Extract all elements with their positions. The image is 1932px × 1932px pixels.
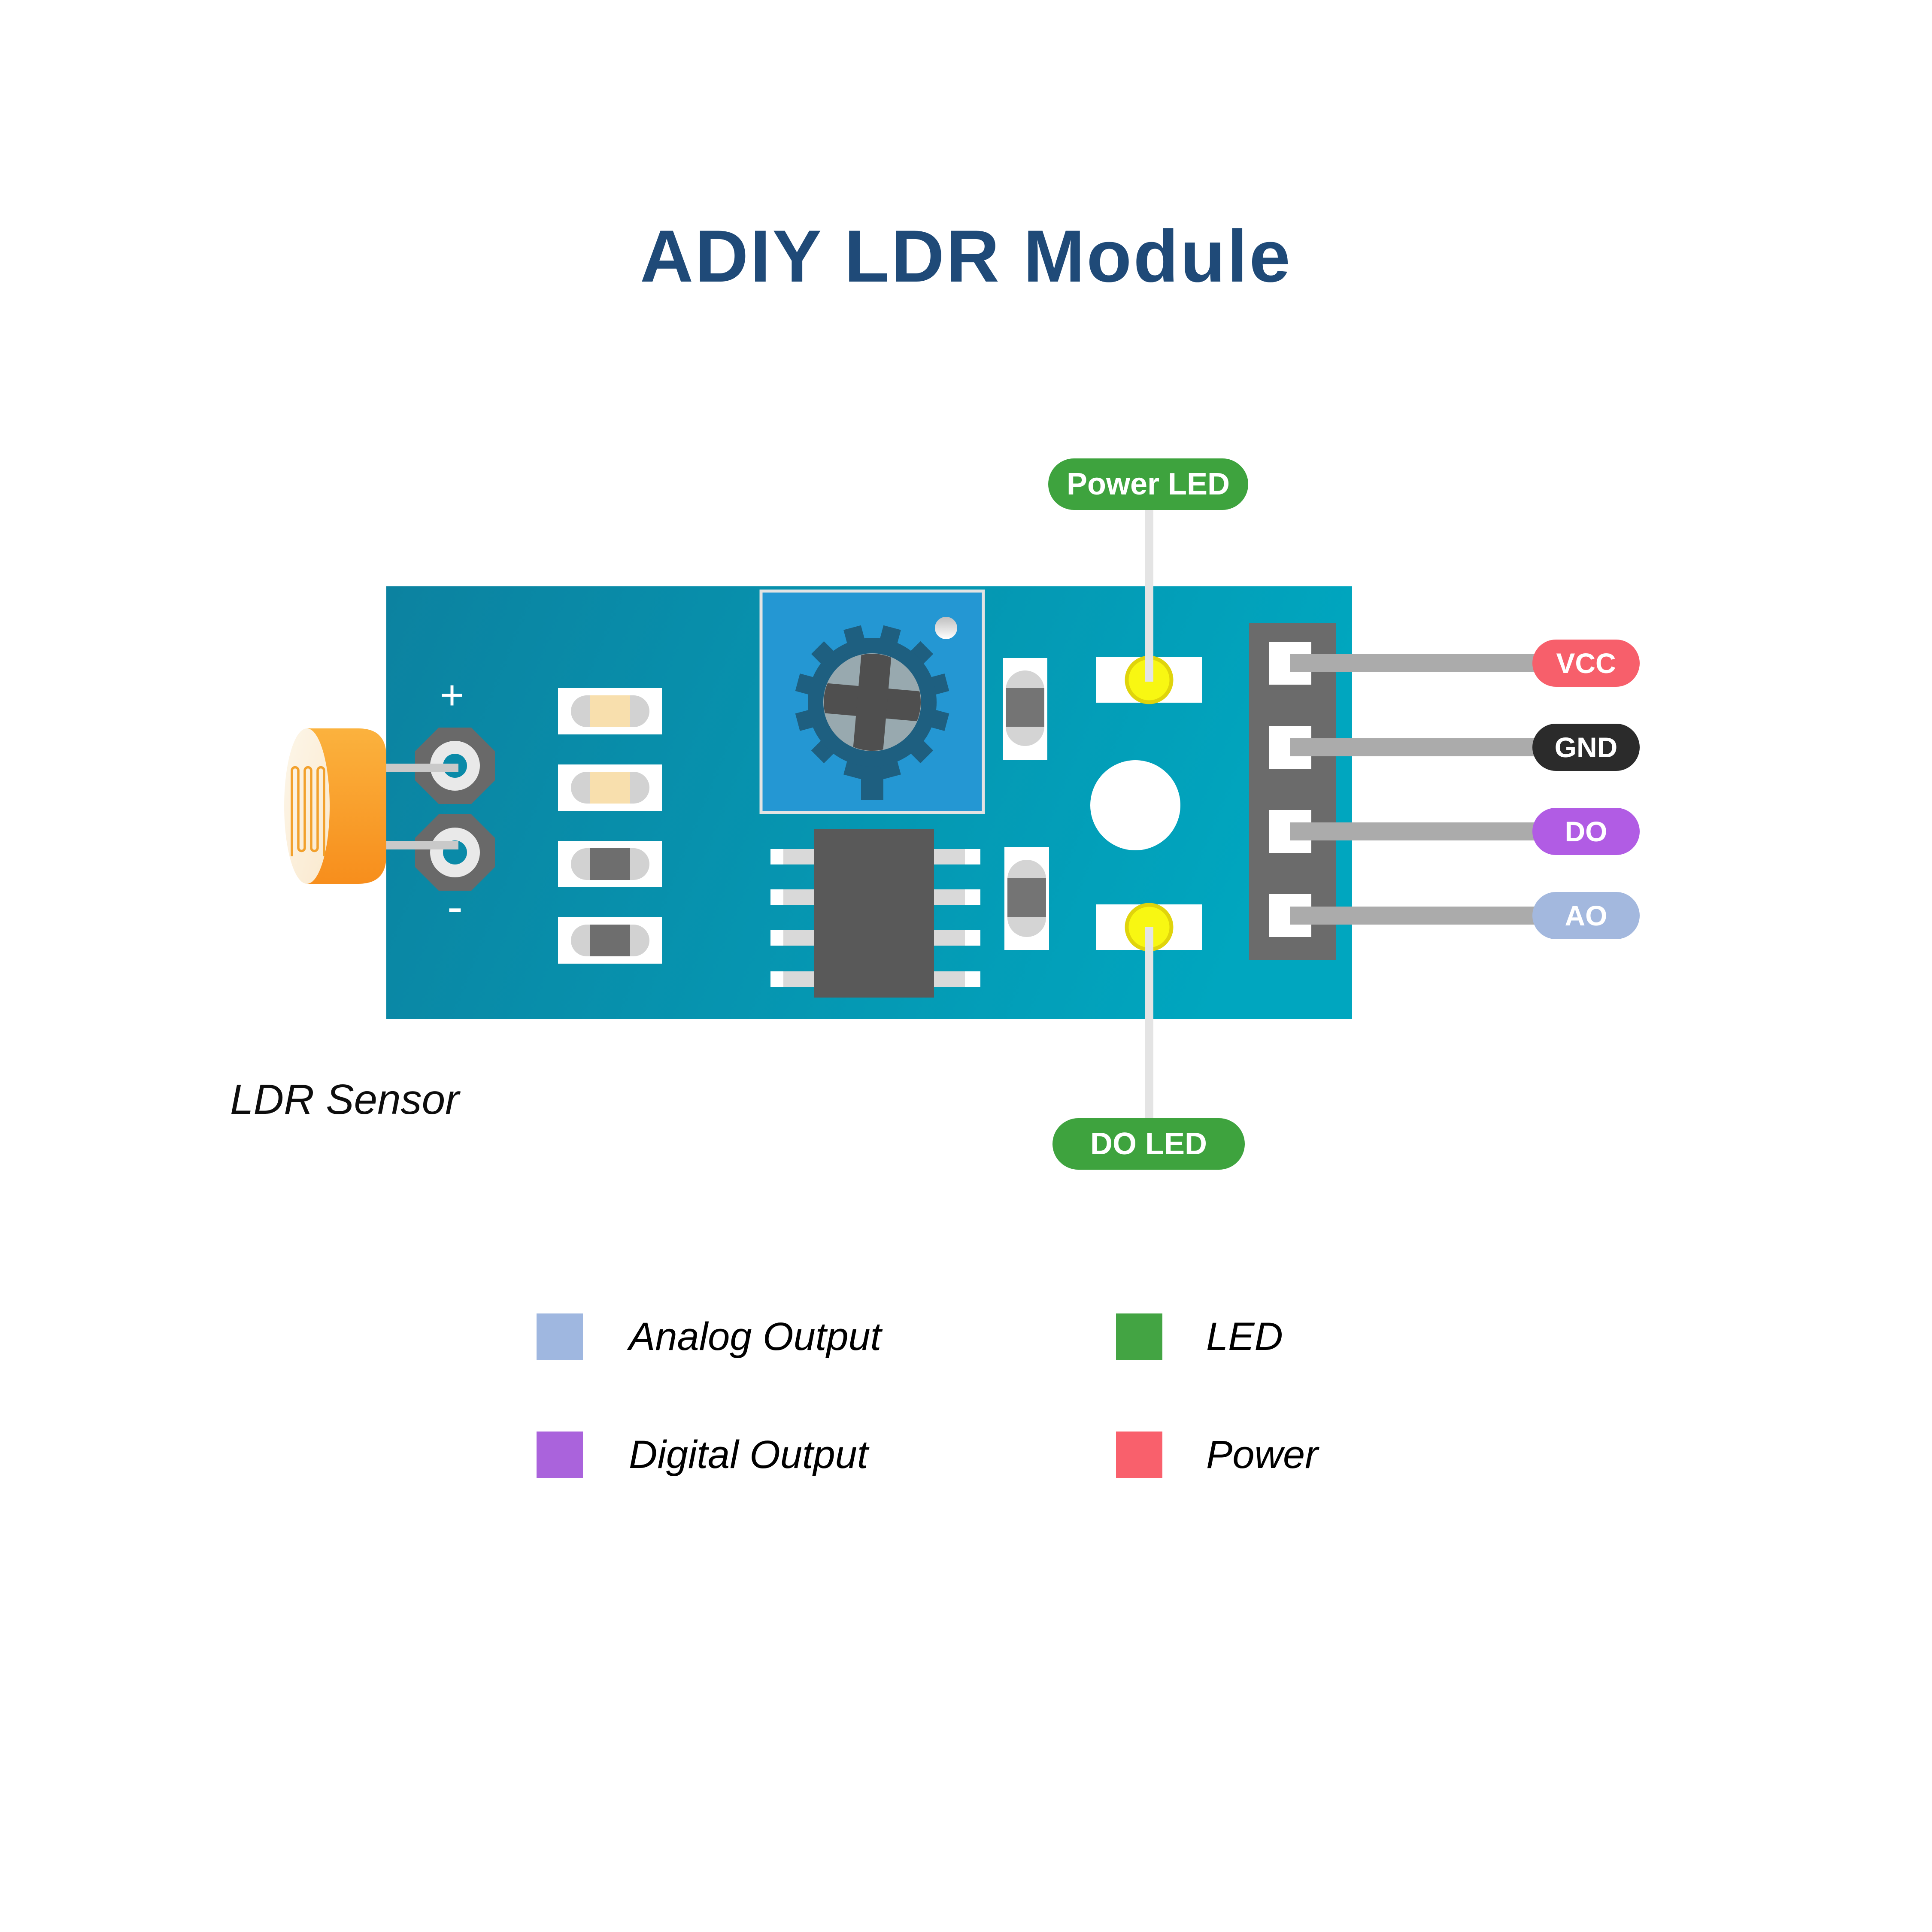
legend-swatch-digital-output [537,1432,583,1478]
pin-label-ao: AO [1532,892,1640,939]
legend-swatch-power [1116,1432,1162,1478]
legend-label-digital-output: Digital Output [629,1433,868,1477]
power-led-callout: Power LED [1048,458,1248,510]
ldr-lead-top [373,764,458,772]
plus-label: + [440,672,464,718]
power-led-callout-line [1145,510,1153,682]
page-title: ADIY LDR Module [640,215,1292,297]
potentiometer-dot [935,617,957,639]
mounting-hole [1090,760,1180,850]
pin-lead-ao [1290,907,1541,925]
potentiometer [759,589,985,814]
pin-lead-vcc [1290,654,1541,672]
ic-chip [770,829,980,998]
ic-pins-right [934,849,980,987]
smd-resistors [558,688,662,964]
do-led-callout-line [1145,927,1153,1120]
legend-swatch-analog-output [537,1313,583,1360]
pin-label-gnd: GND [1532,724,1640,771]
legend-swatch-led [1116,1313,1162,1360]
pin-header [1249,623,1336,960]
smd-resistor [558,688,662,734]
ldr-sensor [284,728,458,884]
ic-body [814,829,934,998]
screw-cross [819,649,925,755]
ldr-lead-bottom [373,841,458,849]
ldr-serpentine-pattern [291,766,325,856]
do-led-callout: DO LED [1052,1118,1245,1170]
smd-capacitor [1004,847,1049,950]
pin-lead-gnd [1290,738,1541,756]
potentiometer-gear [795,625,949,800]
pin-lead-do [1290,822,1541,840]
legend-label-power: Power [1206,1433,1318,1477]
legend-label-analog-output: Analog Output [629,1315,882,1359]
smd-capacitor [1003,658,1047,760]
smd-resistor [558,917,662,964]
smd-resistor [558,764,662,811]
smd-resistor [558,841,662,887]
ic-pins-left [770,849,814,987]
pin-label-vcc: VCC [1532,640,1640,687]
pin-label-do: DO [1532,808,1640,855]
ldr-sensor-label: LDR Sensor [230,1076,459,1123]
legend-label-led: LED [1206,1315,1283,1359]
pin-leads [1290,654,1541,925]
ldr-body [307,728,386,884]
